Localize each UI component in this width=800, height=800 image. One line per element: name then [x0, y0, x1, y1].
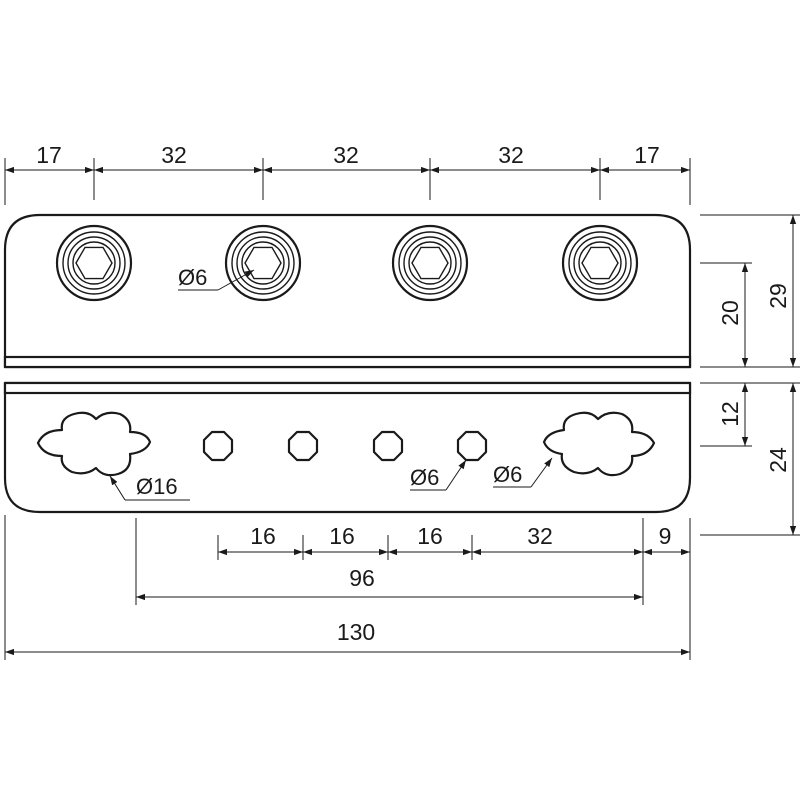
hole-2: [287, 430, 319, 462]
bottom-hole-leader-b: [530, 457, 553, 488]
bolt-head-3: [391, 224, 469, 302]
bolt-head-4: [561, 224, 639, 302]
bottom-hole-leader-a: [445, 459, 467, 491]
dim-overall-130: 130: [337, 619, 375, 645]
top-plate-fold-edge: [3, 355, 692, 369]
bottom-plate-outline: [3, 381, 692, 514]
dim-top-3: 32: [333, 142, 359, 168]
bottom-hole-label-b: Ø6: [493, 462, 522, 487]
top-plate: Ø6: [3, 213, 692, 369]
keyhole-leader: [109, 475, 126, 501]
dim-bottom-1: 16: [250, 523, 276, 549]
bottom-plate: Ø16 Ø6 Ø6: [3, 381, 692, 514]
bottom-dimension-chain: 16 16 16 32 9 96 130: [4, 515, 691, 660]
keyhole-right: [542, 411, 656, 477]
dim-top-5: 17: [634, 142, 660, 168]
dim-top-1: 17: [36, 142, 62, 168]
keyhole-left: [36, 411, 152, 477]
dim-top-height-20: 20: [717, 300, 743, 326]
keyhole-label: Ø16: [136, 474, 178, 499]
bolt-head-1: [55, 224, 133, 302]
top-height-dimensions: 20 29: [700, 214, 800, 368]
dim-bottom-2: 16: [329, 523, 355, 549]
top-dimension-chain: 17 32 32 32 17: [4, 142, 691, 205]
top-hole-leader: [217, 269, 255, 291]
top-hole-label: Ø6: [178, 265, 207, 290]
dim-overall-96: 96: [349, 565, 375, 591]
dim-top-2: 32: [161, 142, 187, 168]
bolt-head-2: [224, 224, 302, 302]
dim-top-4: 32: [498, 142, 524, 168]
bottom-hole-label-a: Ø6: [410, 465, 439, 490]
dim-bottom-4: 32: [527, 523, 553, 549]
hole-3: [372, 430, 404, 462]
dim-bottom-height-12: 12: [717, 401, 743, 427]
dim-bottom-height-24: 24: [765, 447, 791, 473]
dim-top-height-29: 29: [765, 283, 791, 309]
hole-4: [456, 430, 488, 462]
bottom-plate-fold-edge: [3, 381, 692, 395]
dim-bottom-5: 9: [659, 523, 672, 549]
top-plate-outline: [3, 213, 692, 369]
hole-1: [202, 430, 234, 462]
dim-bottom-3: 16: [417, 523, 443, 549]
bottom-height-dimensions: 12 24: [700, 382, 800, 536]
